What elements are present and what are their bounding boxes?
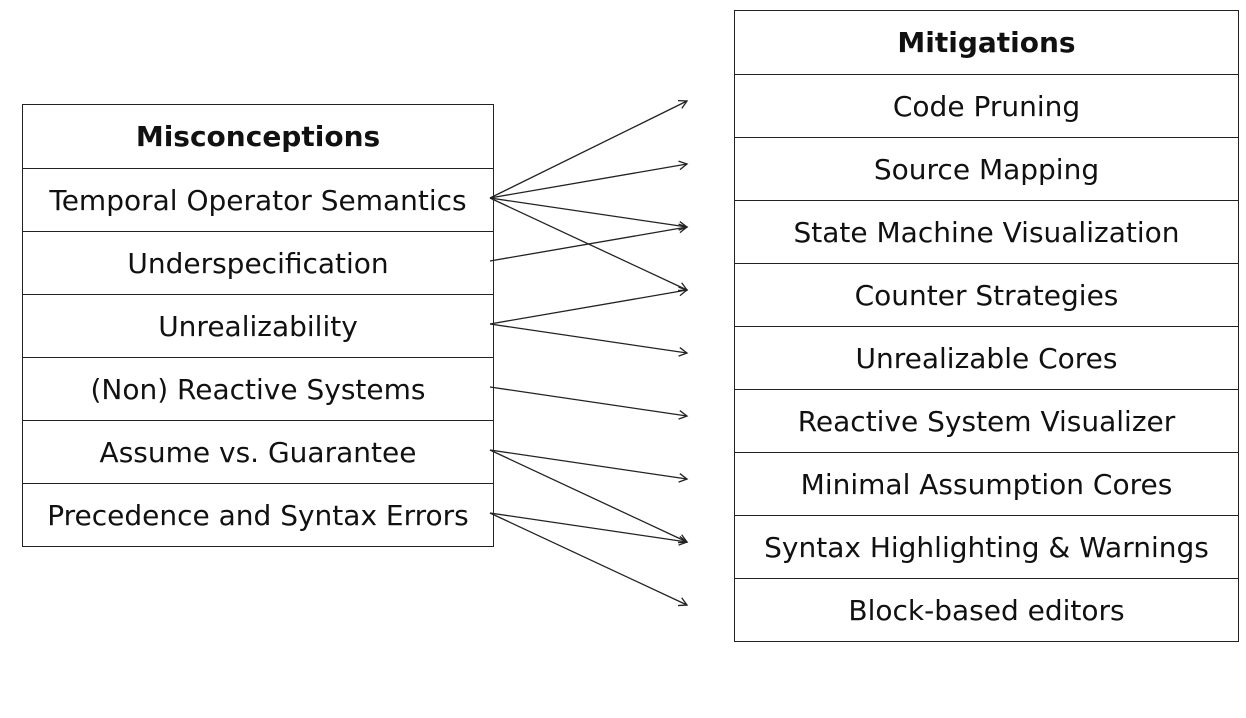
link-line-4: [489, 226, 688, 262]
misconception-item-underspecification: Underspecification: [23, 231, 493, 294]
arrowhead-5: [678, 286, 689, 297]
misconception-item-non-reactive-systems: (Non) Reactive Systems: [23, 357, 493, 420]
mitigation-item-block-based-editors: Block-based editors: [735, 578, 1238, 641]
arrowhead-0: [677, 99, 689, 109]
link-line-10: [489, 512, 688, 543]
mitigation-item-source-mapping: Source Mapping: [735, 137, 1238, 200]
misconception-item-precedence-syntax-errors: Precedence and Syntax Errors: [23, 483, 493, 546]
link-line-7: [489, 386, 688, 417]
mitigation-item-syntax-highlighting-warnings: Syntax Highlighting & Warnings: [735, 515, 1238, 578]
arrowhead-11: [677, 597, 689, 607]
arrowhead-10: [678, 536, 689, 546]
link-line-5: [489, 289, 688, 325]
mitigation-item-counter-strategies: Counter Strategies: [735, 263, 1238, 326]
mitigations-header: Mitigations: [897, 26, 1076, 59]
link-line-8: [489, 449, 688, 480]
link-line-1: [489, 163, 688, 199]
arrowhead-8: [678, 473, 689, 483]
arrowhead-7: [678, 410, 689, 420]
link-line-9: [489, 449, 688, 543]
misconception-item-temporal-operator-semantics: Temporal Operator Semantics: [23, 168, 493, 231]
mitigations-table: Mitigations Code Pruning Source Mapping …: [734, 10, 1239, 642]
mitigation-item-state-machine-visualization: State Machine Visualization: [735, 200, 1238, 263]
mitigation-item-code-pruning: Code Pruning: [735, 74, 1238, 137]
link-line-11: [489, 512, 688, 606]
misconceptions-header: Misconceptions: [135, 120, 381, 153]
misconception-item-assume-vs-guarantee: Assume vs. Guarantee: [23, 420, 493, 483]
misconception-item-unrealizability: Unrealizability: [23, 294, 493, 357]
link-line-2: [489, 197, 688, 228]
link-line-0: [489, 100, 688, 199]
misconceptions-table: Misconceptions Temporal Operator Semanti…: [22, 104, 494, 547]
mitigation-item-minimal-assumption-cores: Minimal Assumption Cores: [735, 452, 1238, 515]
arrowhead-1: [678, 160, 689, 171]
mitigation-item-reactive-system-visualizer: Reactive System Visualizer: [735, 389, 1238, 452]
arrowhead-4: [678, 223, 689, 234]
mitigation-item-unrealizable-cores: Unrealizable Cores: [735, 326, 1238, 389]
arrowhead-6: [678, 347, 689, 357]
link-line-6: [489, 323, 688, 354]
